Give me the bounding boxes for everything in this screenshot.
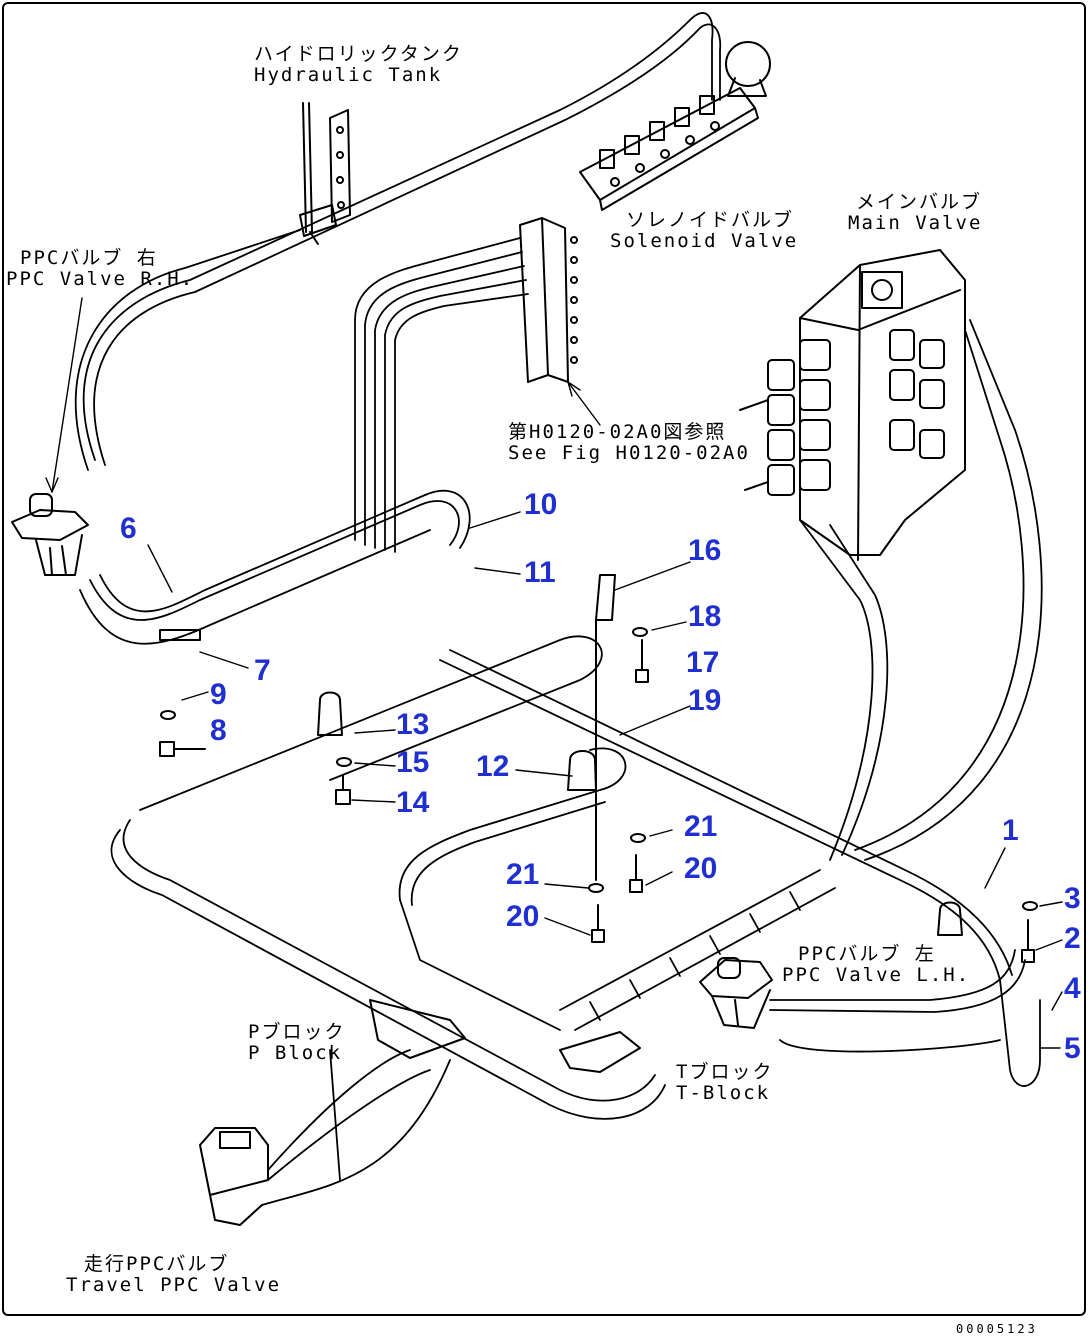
travel-ppc-valve bbox=[199, 1127, 269, 1226]
callout-11: 11 bbox=[524, 556, 556, 589]
reference-label-en: See Fig H0120-02A0 bbox=[508, 442, 750, 464]
ppc-valve-lh bbox=[699, 957, 773, 1029]
travel-ppc-valve-label-jp: 走行PPCバルブ bbox=[84, 1253, 230, 1275]
solenoid-valve-label: ソレノイドバルブ Solenoid Valve bbox=[610, 210, 798, 252]
p-block-label: Pブロック P Block bbox=[248, 1022, 345, 1064]
leader-lines bbox=[45, 297, 1063, 1049]
callout-12: 12 bbox=[476, 750, 510, 783]
callout-9: 9 bbox=[210, 678, 227, 711]
solenoid-valve bbox=[579, 41, 771, 211]
callout-17: 17 bbox=[686, 646, 720, 679]
ppc-valve-lh-label-jp: PPCバルブ 左 bbox=[798, 943, 936, 965]
callout-16: 16 bbox=[688, 534, 722, 567]
ppc-valve-lh-label-en: PPC Valve L.H. bbox=[782, 964, 971, 986]
callout-2: 2 bbox=[1064, 922, 1081, 955]
pilot-junction-block bbox=[519, 217, 578, 383]
callout-1: 1 bbox=[1002, 814, 1019, 847]
callout-19: 19 bbox=[688, 684, 722, 717]
drawing-number: 00005123 bbox=[956, 1322, 1038, 1336]
callout-14: 14 bbox=[396, 786, 430, 819]
hydraulic-tank-label-jp: ハイドロリックタンク bbox=[254, 43, 463, 65]
main-valve bbox=[739, 249, 966, 561]
callout-13: 13 bbox=[396, 708, 430, 741]
callout-21-upper: 21 bbox=[684, 810, 718, 843]
travel-ppc-valve-label: 走行PPCバルブ Travel PPC Valve bbox=[66, 1254, 281, 1296]
clamp-bolt-hardware bbox=[159, 574, 1038, 963]
callout-4: 4 bbox=[1064, 972, 1081, 1005]
solenoid-valve-label-en: Solenoid Valve bbox=[610, 230, 799, 252]
t-block-label-jp: Tブロック bbox=[676, 1061, 774, 1083]
callout-20-lower: 20 bbox=[506, 900, 540, 933]
callout-20-upper: 20 bbox=[684, 852, 718, 885]
ppc-valve-rh bbox=[11, 493, 89, 576]
t-block bbox=[559, 1031, 641, 1073]
callout-18: 18 bbox=[688, 600, 722, 633]
travel-ppc-valve-label-en: Travel PPC Valve bbox=[66, 1274, 282, 1296]
main-valve-label-jp: メインバルブ bbox=[856, 191, 983, 213]
p-block-label-jp: Pブロック bbox=[248, 1021, 346, 1043]
ppc-valve-rh-label-jp: PPCバルブ 右 bbox=[20, 247, 158, 269]
callout-10: 10 bbox=[524, 488, 558, 521]
hydraulic-tank-label-en: Hydraulic Tank bbox=[254, 64, 443, 86]
main-valve-label: メインバルブ Main Valve bbox=[848, 192, 982, 234]
callout-21-lower: 21 bbox=[506, 858, 540, 891]
callout-15: 15 bbox=[396, 746, 430, 779]
t-block-label-en: T-Block bbox=[676, 1082, 771, 1104]
callout-3: 3 bbox=[1064, 882, 1081, 915]
callout-8: 8 bbox=[210, 714, 227, 747]
hydraulic-tank-label: ハイドロリックタンク Hydraulic Tank bbox=[254, 44, 463, 86]
reference-label: 第H0120-02A0図参照 See Fig H0120-02A0 bbox=[508, 422, 750, 464]
diagram-frame bbox=[2, 2, 1086, 1316]
t-block-label: Tブロック T-Block bbox=[676, 1062, 773, 1104]
callout-7: 7 bbox=[254, 654, 271, 687]
reference-label-jp: 第H0120-02A0図参照 bbox=[508, 421, 727, 443]
p-block bbox=[369, 999, 466, 1059]
p-block-label-en: P Block bbox=[248, 1042, 343, 1064]
hydraulic-tubes bbox=[74, 12, 1043, 1206]
solenoid-valve-label-jp: ソレノイドバルブ bbox=[626, 209, 795, 231]
main-valve-label-en: Main Valve bbox=[848, 212, 983, 234]
ppc-valve-rh-label: PPCバルブ 右 PPC Valve R.H. bbox=[6, 248, 194, 290]
callout-5: 5 bbox=[1064, 1032, 1081, 1065]
ppc-valve-lh-label: PPCバルブ 左 PPC Valve L.H. bbox=[782, 944, 970, 986]
ppc-valve-rh-label-en: PPC Valve R.H. bbox=[6, 268, 195, 290]
callout-6: 6 bbox=[120, 512, 137, 545]
hydraulic-tank-bracket bbox=[299, 102, 351, 245]
